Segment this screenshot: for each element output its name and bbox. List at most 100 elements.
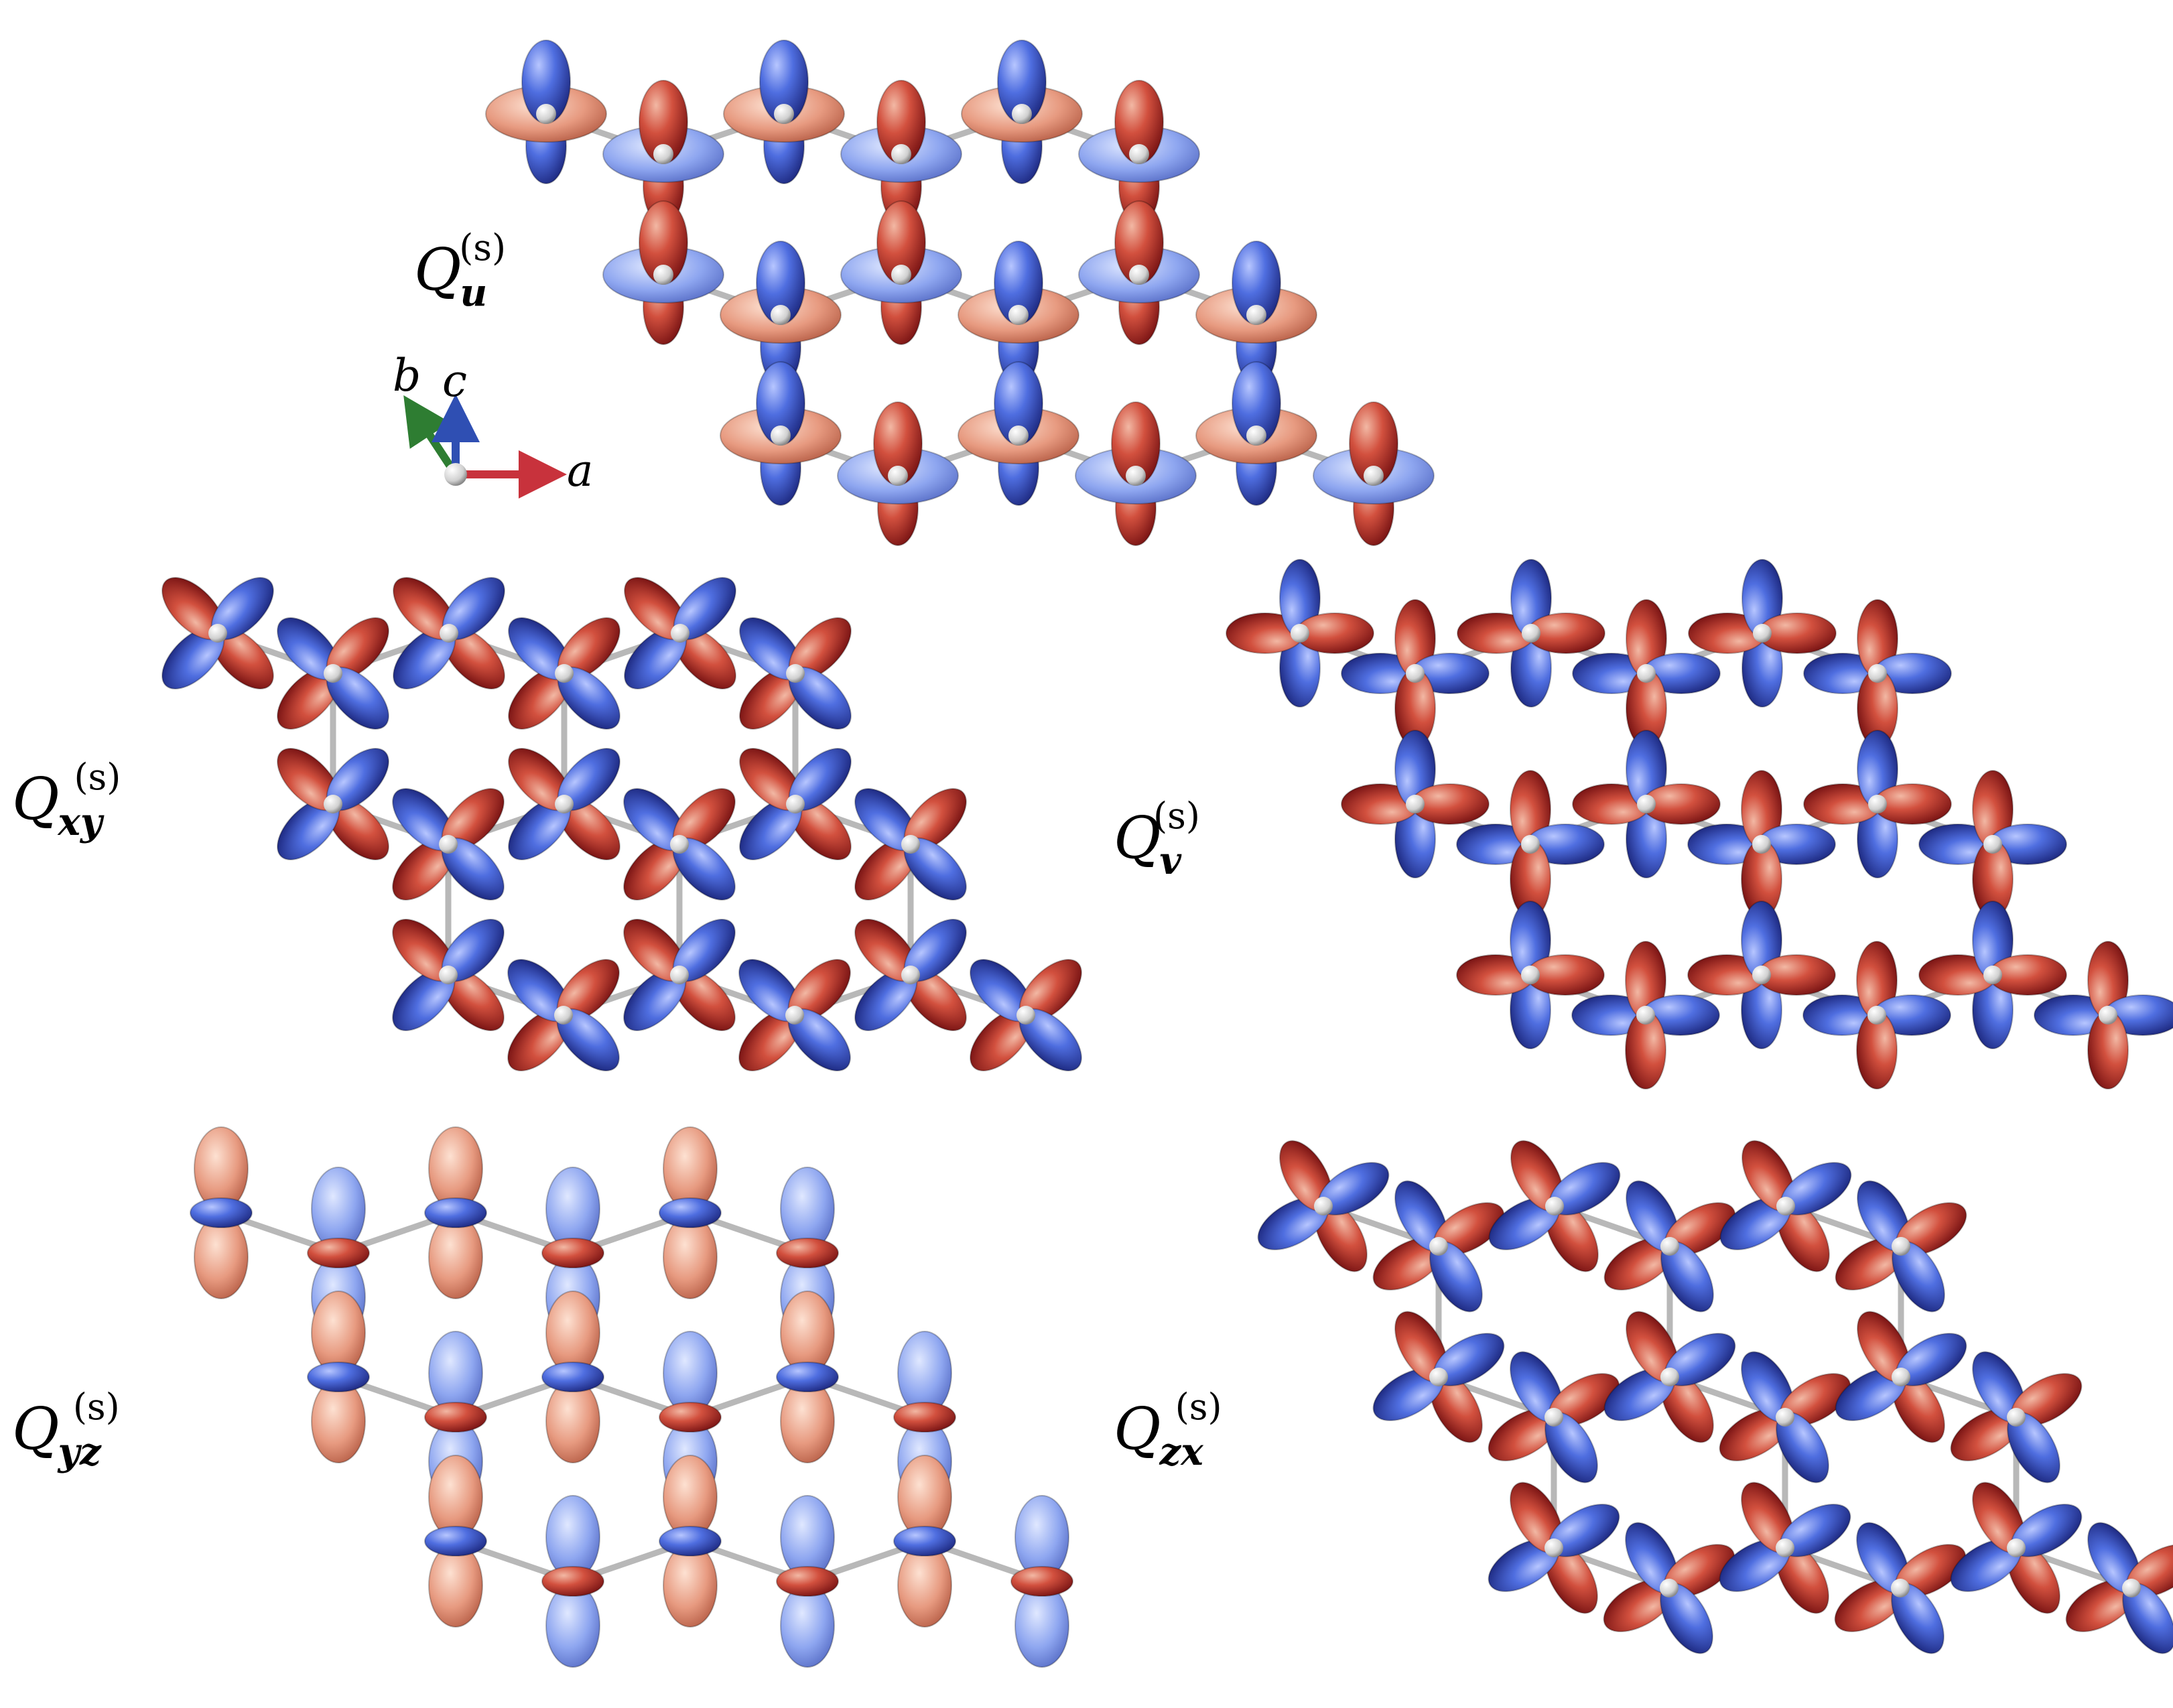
orbital-disc bbox=[659, 1526, 722, 1557]
orbital-disc bbox=[541, 1362, 604, 1392]
atom bbox=[1521, 835, 1540, 854]
atom bbox=[1008, 425, 1029, 446]
label-Qv: Qv(s) bbox=[1114, 795, 1200, 883]
label-Qxy: Qxy(s) bbox=[12, 756, 121, 844]
atom bbox=[440, 624, 458, 643]
atom bbox=[1406, 664, 1425, 683]
atom bbox=[1660, 1579, 1678, 1597]
atom bbox=[2007, 1408, 2026, 1427]
orbital-disc bbox=[424, 1402, 487, 1433]
atom bbox=[1545, 1197, 1564, 1216]
orbital-disc bbox=[776, 1362, 839, 1392]
atom bbox=[771, 305, 791, 325]
atom bbox=[1129, 265, 1149, 285]
atom bbox=[554, 1006, 573, 1025]
atom bbox=[774, 104, 794, 124]
b-axis-arrow bbox=[403, 395, 457, 473]
label-Qyz: Qyz(s) bbox=[12, 1386, 120, 1474]
atom bbox=[536, 104, 556, 124]
orbital-disc bbox=[541, 1566, 604, 1597]
atom bbox=[1776, 1408, 1794, 1427]
atom bbox=[653, 265, 673, 285]
atom bbox=[1983, 966, 2002, 984]
orbital-disc bbox=[190, 1197, 253, 1228]
label-Qu: Qu(s) bbox=[414, 226, 507, 315]
atom bbox=[1776, 1538, 1794, 1557]
atom bbox=[653, 144, 673, 164]
atom bbox=[1660, 1237, 1679, 1256]
atom bbox=[1983, 835, 2002, 854]
atom bbox=[1868, 795, 1887, 813]
atom bbox=[1291, 624, 1309, 643]
atom bbox=[1008, 305, 1029, 325]
atom bbox=[888, 466, 908, 486]
atom bbox=[1016, 1006, 1035, 1025]
orbital-disc bbox=[776, 1566, 839, 1597]
atom bbox=[1776, 1197, 1795, 1216]
atom bbox=[891, 144, 911, 164]
atom bbox=[785, 1006, 804, 1025]
atom bbox=[555, 664, 574, 683]
atom bbox=[1406, 795, 1425, 813]
atom bbox=[901, 835, 920, 854]
atom bbox=[1012, 104, 1032, 124]
atom bbox=[771, 425, 791, 446]
axis-label-c: c bbox=[442, 355, 467, 407]
orbital-disc bbox=[307, 1238, 370, 1268]
atom bbox=[670, 835, 689, 854]
atom bbox=[1637, 664, 1656, 683]
orbital-disc bbox=[541, 1238, 604, 1268]
atom bbox=[1753, 624, 1772, 643]
atom bbox=[671, 624, 689, 643]
axis-label-a: a bbox=[567, 445, 594, 497]
orbital-disc bbox=[659, 1402, 722, 1433]
atom bbox=[1429, 1237, 1448, 1256]
atom bbox=[439, 966, 458, 984]
atom bbox=[1660, 1368, 1679, 1386]
atom bbox=[1521, 966, 1540, 984]
atom bbox=[1637, 795, 1656, 813]
atom bbox=[1752, 966, 1771, 984]
atom bbox=[786, 795, 805, 813]
atom bbox=[1636, 1006, 1655, 1025]
atom bbox=[1129, 144, 1149, 164]
atom bbox=[1752, 835, 1771, 854]
atom bbox=[1314, 1197, 1333, 1216]
orbital-disc bbox=[1010, 1566, 1073, 1597]
atom bbox=[1892, 1237, 1910, 1256]
label-Qzx: Qzx(s) bbox=[1114, 1386, 1222, 1474]
atom bbox=[1429, 1368, 1448, 1386]
atom bbox=[2099, 1006, 2117, 1025]
orbital-layer bbox=[161, 40, 2173, 1668]
atom bbox=[1544, 1408, 1563, 1427]
orbital-disc bbox=[424, 1526, 487, 1557]
atom bbox=[1867, 1006, 1886, 1025]
atom bbox=[1126, 466, 1146, 486]
atom bbox=[1246, 305, 1266, 325]
atom bbox=[1868, 664, 1887, 683]
axis-label-b: b bbox=[393, 350, 421, 401]
orbital-disc bbox=[776, 1238, 839, 1268]
atom bbox=[2007, 1538, 2026, 1557]
atom bbox=[324, 795, 342, 813]
atom bbox=[555, 795, 574, 813]
orbital-disc bbox=[893, 1402, 956, 1433]
atom bbox=[324, 664, 342, 683]
atom bbox=[208, 624, 227, 643]
orbital-disc bbox=[424, 1197, 487, 1228]
orbital-disc bbox=[659, 1197, 722, 1228]
atom bbox=[439, 835, 458, 854]
atom bbox=[786, 664, 805, 683]
atom bbox=[1246, 425, 1266, 446]
atom bbox=[1522, 624, 1540, 643]
atom bbox=[1364, 466, 1384, 486]
axes-indicator bbox=[403, 394, 567, 499]
atom bbox=[1544, 1538, 1563, 1557]
orbital-disc bbox=[893, 1526, 956, 1557]
atom bbox=[901, 966, 920, 984]
atom bbox=[1892, 1368, 1910, 1386]
orbital-disc bbox=[307, 1362, 370, 1392]
atom bbox=[1891, 1579, 1910, 1597]
